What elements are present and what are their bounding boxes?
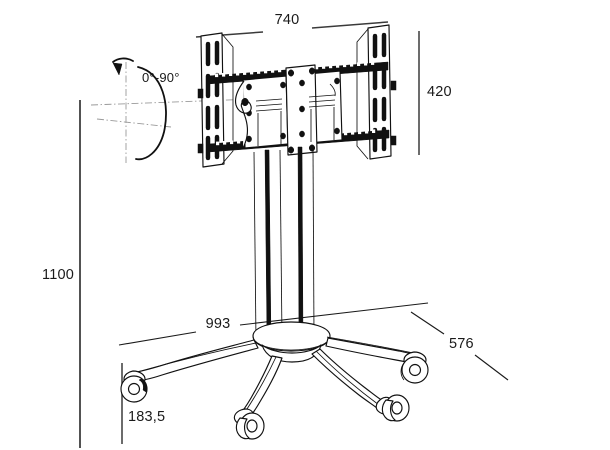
caster-bracket (400, 362, 405, 381)
rotation-arc (135, 66, 167, 161)
tilt-slot-detail-left (255, 98, 283, 112)
fastener (280, 81, 286, 89)
base-leg-rear-right-edge (326, 336, 419, 355)
fastener (287, 69, 295, 77)
base-assembly (120, 321, 429, 440)
fastener (334, 77, 340, 85)
vesa-slot (214, 104, 220, 130)
rotation-arc-tail (112, 57, 134, 63)
dimension-993: 993 (118, 302, 429, 346)
dimension-576-label: 576 (449, 336, 474, 352)
tilt-slot-detail-right (308, 94, 336, 108)
caster-bracket (381, 399, 396, 422)
dimension-576-line-lower (474, 354, 509, 381)
caster-rear-right (400, 356, 429, 384)
fastener (334, 127, 340, 135)
dimension-740-label: 740 (275, 12, 300, 28)
base-hub-bottom-edge (252, 335, 331, 351)
rotation-angle-label: 0°-90° (142, 70, 180, 85)
rotation-axis-horizontal (90, 96, 312, 106)
vesa-slot (214, 40, 220, 66)
dimension-993-line-left (118, 331, 197, 346)
caster-wheel-hub (391, 401, 403, 415)
fastener (299, 105, 305, 113)
tilt-mechanism (234, 64, 343, 156)
vesa-wing-left (221, 33, 234, 165)
caster-rear-left (120, 375, 148, 403)
dimension-576: 576 (410, 311, 509, 381)
fastener (308, 67, 316, 75)
vesa-slot (205, 41, 211, 67)
fastener (299, 130, 305, 138)
column-edge-left (253, 151, 257, 343)
dimension-420-label: 420 (427, 84, 452, 100)
dimension-740-line-right (311, 21, 389, 29)
vesa-tab (390, 80, 397, 91)
dimension-576-line-upper (410, 311, 445, 335)
rotation-axis-diagonal (96, 118, 172, 128)
rotation-arrowhead-icon (112, 62, 123, 76)
tilt-rib-right (310, 107, 335, 142)
vesa-slot (381, 32, 387, 58)
fastener (246, 83, 252, 91)
dimension-183-5: 183,5 (121, 363, 165, 444)
vesa-bracket-assembly (197, 24, 397, 168)
dimension-183-5-label: 183,5 (128, 409, 165, 425)
vesa-tab (197, 88, 204, 99)
column-tube-right (297, 146, 304, 339)
base-leg-front-right-edge (315, 350, 380, 406)
rotation-annotation: 0°-90° (90, 57, 312, 163)
fastener (308, 144, 316, 152)
tilt-hook-right (329, 83, 336, 97)
vesa-plate-left (197, 32, 225, 168)
vesa-plate-right-body (367, 24, 392, 160)
caster-front-left (235, 412, 265, 440)
vesa-wing-right (356, 28, 369, 160)
fastener (280, 132, 286, 140)
vesa-plate-left-body (200, 32, 225, 168)
caster-bracket (235, 417, 250, 440)
vesa-slot (372, 33, 378, 59)
base-leg-rear-left-edge (136, 342, 257, 373)
vesa-slot (205, 105, 211, 131)
lever-pivot (241, 97, 249, 107)
vesa-rail-upper-perforations (215, 61, 375, 78)
column-edge-right (312, 147, 315, 338)
caster-wheel-hub (127, 382, 141, 396)
caster-wheel-hub (246, 419, 258, 433)
dimension-1100-label: 1100 (42, 267, 74, 283)
dimension-993-line-right (239, 302, 429, 326)
vesa-slot (381, 96, 387, 122)
dimension-420: 420 (418, 31, 452, 155)
vesa-tab (390, 135, 397, 146)
caster-front-right (381, 394, 410, 422)
fastener (299, 79, 305, 87)
vesa-tab (197, 143, 204, 154)
caster-bracket (138, 378, 148, 393)
fastener (287, 146, 295, 154)
vesa-plate-right (367, 24, 397, 160)
caster-wheel-hub (408, 363, 422, 377)
base-leg-front-left-edge (244, 356, 277, 413)
column-tube-center-line (279, 149, 283, 339)
vesa-slot (372, 97, 378, 123)
dimension-993-label: 993 (206, 316, 231, 332)
